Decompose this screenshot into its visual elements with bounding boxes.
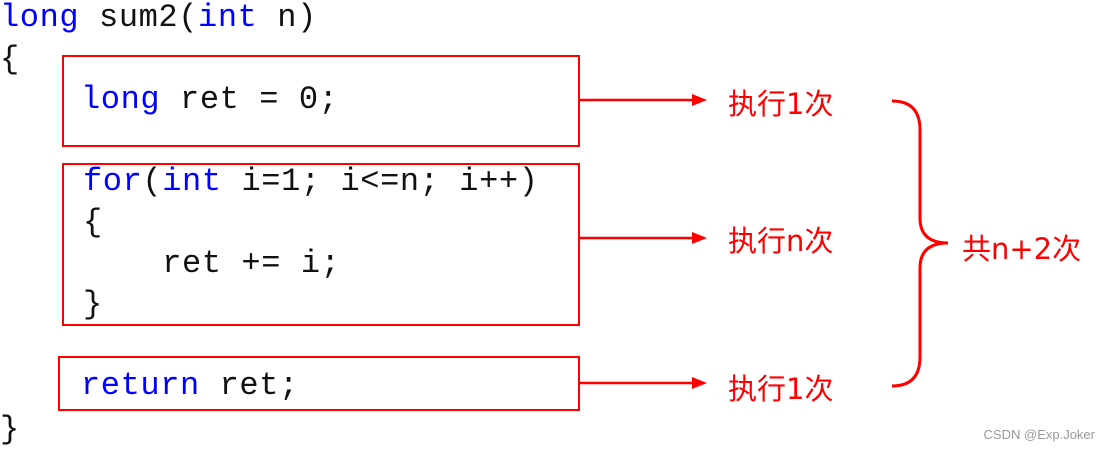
return-line: return ret;	[81, 368, 299, 404]
loop-box	[62, 163, 580, 326]
label-total: 共n+2次	[962, 232, 1082, 266]
keyword: for	[83, 163, 143, 200]
init-box	[62, 55, 580, 147]
arrowhead-icon	[692, 377, 707, 389]
for-body: ret += i;	[83, 245, 341, 282]
arrowhead-icon	[692, 232, 707, 244]
open-brace: {	[0, 41, 20, 78]
keyword: return	[81, 367, 200, 404]
label-loop: 执行n次	[728, 224, 834, 258]
return-box	[58, 356, 580, 411]
label-last: 执行1次	[728, 372, 834, 406]
function-signature: long sum2(int n)	[0, 0, 317, 36]
for-close-brace: }	[83, 286, 103, 323]
curly-brace-icon	[891, 99, 949, 388]
code-text: n)	[257, 0, 317, 36]
init-line: long ret = 0;	[81, 82, 338, 118]
for-line: for(int i=1; i<=n; i++)	[83, 164, 539, 200]
arrowhead-icon	[692, 94, 707, 106]
code-text: ret = 0;	[160, 81, 339, 118]
keyword: int	[162, 163, 222, 200]
code-text: (	[142, 163, 163, 200]
code-text: ret;	[199, 367, 299, 404]
watermark: CSDN @Exp.Joker	[983, 427, 1095, 442]
keyword: long	[0, 0, 80, 36]
keyword: int	[198, 0, 258, 36]
code-text: i=1; i<=n; i++)	[221, 163, 539, 200]
keyword: long	[81, 81, 161, 118]
label-first: 执行1次	[728, 87, 834, 121]
for-open-brace: {	[83, 204, 103, 241]
close-brace: }	[0, 411, 20, 448]
code-text: sum2(	[79, 0, 199, 36]
